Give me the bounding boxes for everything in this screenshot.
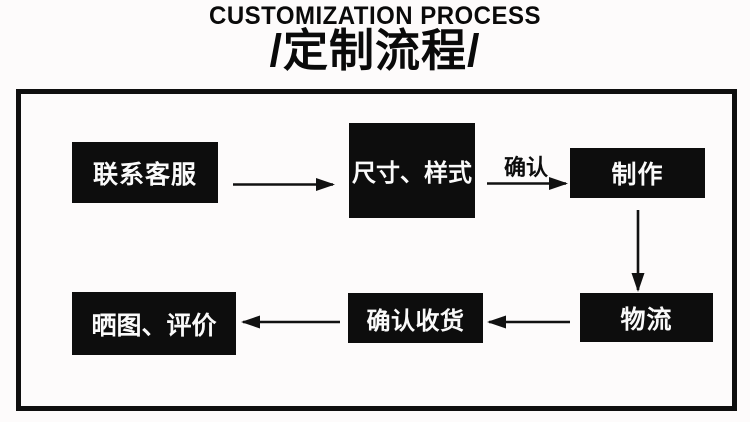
node-label: 联系客服 xyxy=(92,160,197,189)
node-logistics: 物流 xyxy=(580,293,713,342)
edge-label-confirm: 确认 xyxy=(503,155,548,180)
process-subtitle: /定制流程/ xyxy=(269,25,481,76)
node-share-review: 晒图、评价 xyxy=(72,292,236,355)
node-label: 物流 xyxy=(620,305,673,334)
node-label: 晒图、评价 xyxy=(91,311,217,340)
node-size-style: 尺寸、样式 xyxy=(349,123,475,218)
node-label: 尺寸、样式 xyxy=(352,160,472,187)
process-title: CUSTOMIZATION PROCESS xyxy=(209,2,541,30)
node-label: 确认收货 xyxy=(366,307,465,335)
node-production: 制作 xyxy=(570,148,705,198)
node-label: 制作 xyxy=(611,161,664,189)
node-contact-service: 联系客服 xyxy=(72,142,218,203)
node-confirm-receipt: 确认收货 xyxy=(348,293,483,343)
